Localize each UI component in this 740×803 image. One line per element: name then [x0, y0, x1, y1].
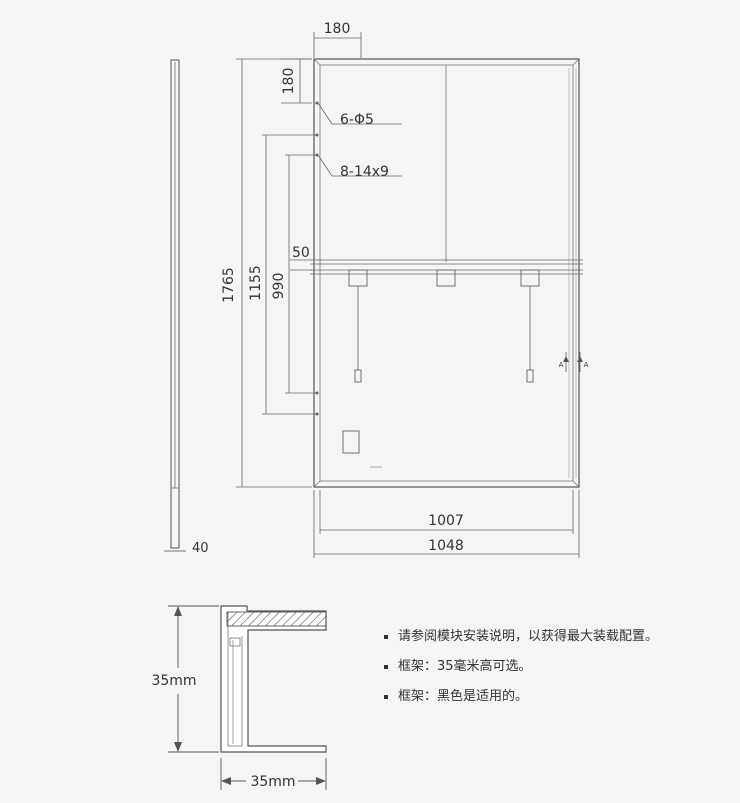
thickness-label: 40: [192, 541, 209, 556]
note-item: 请参阅模块安装说明，以获得最大装载配置。: [384, 626, 724, 656]
dim-inner-width: 1007: [428, 513, 464, 529]
note-item: 框架：35毫米高可选。: [384, 656, 724, 686]
section-marker-left: A: [559, 361, 564, 369]
dim-990: 990: [271, 273, 287, 300]
dim-1155: 1155: [248, 265, 264, 301]
module-outer-frame: [313, 58, 580, 488]
cross-section-dimensions: [168, 605, 327, 790]
note-item: 框架：黑色是适用的。: [384, 686, 724, 716]
frame-width-label: 35mm: [250, 774, 295, 790]
junction-box-left: [348, 269, 368, 383]
dim-middle-gap: 50: [292, 245, 310, 261]
dim-width: 1048: [428, 538, 464, 554]
mounting-holes-label: 6-Φ5: [340, 112, 374, 128]
side-view: [164, 59, 186, 552]
frame-cross-section: [220, 605, 327, 753]
glass-laminate: [226, 611, 327, 627]
module-inner-frame: [319, 64, 574, 482]
dimensions: [236, 32, 580, 558]
dim-hole-offset-y: 180: [281, 68, 297, 95]
dim-hole-offset-x: 180: [324, 21, 351, 37]
section-marker-right: A: [584, 361, 589, 369]
notes-list: 请参阅模块安装说明，以获得最大装载配置。 框架：35毫米高可选。 框架：黑色是适…: [384, 626, 724, 716]
frame-profile: [220, 605, 327, 753]
dimension-labels: 180 180 6-Φ5 8-14x9 50 1765 1155 990 100…: [221, 21, 589, 554]
frame-height-label: 35mm: [151, 673, 196, 689]
nameplate: [342, 430, 360, 454]
module-top-view: [310, 58, 583, 488]
dim-length: 1765: [221, 267, 237, 303]
cross-section-labels: 35mm 35mm: [151, 673, 295, 790]
thickness-dimension: 40: [192, 541, 209, 556]
slot-holes-label: 8-14x9: [340, 164, 389, 180]
junction-box-center: [436, 269, 456, 287]
junction-box-right: [520, 269, 540, 383]
